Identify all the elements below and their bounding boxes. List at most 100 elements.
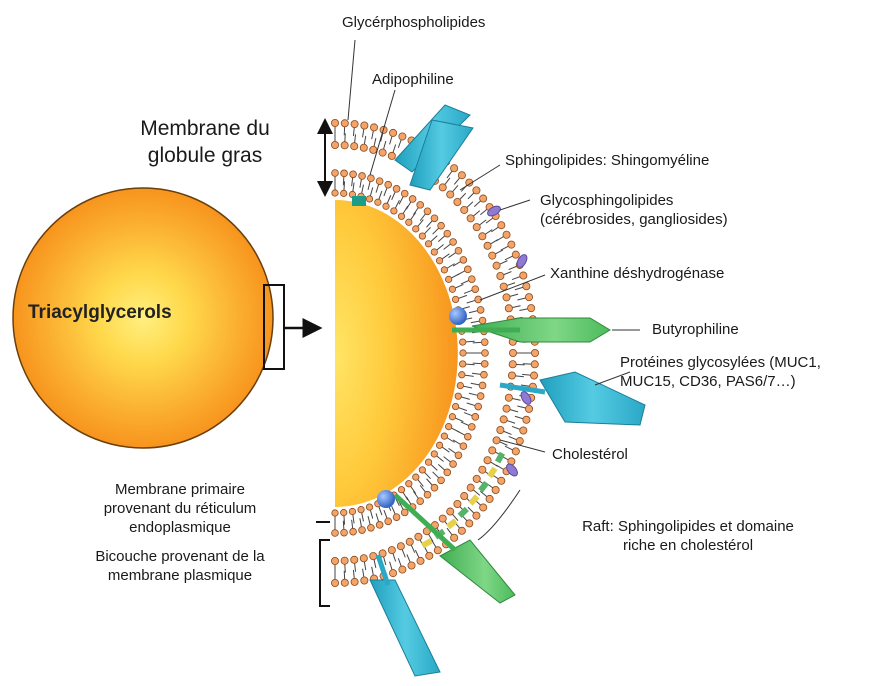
- lipid-head: [399, 566, 406, 573]
- lipid-head: [457, 382, 463, 388]
- label-bilayer-line-2: membrane plasmique: [60, 566, 300, 585]
- lipid-head: [341, 120, 348, 127]
- lipid-head: [406, 219, 412, 225]
- lipid-head: [398, 487, 404, 493]
- lipid-head: [331, 119, 338, 126]
- lipid-head: [445, 276, 451, 282]
- lipid-head: [452, 403, 458, 409]
- membrane-title: Membrane du globule gras: [110, 115, 300, 169]
- lipid-head: [455, 452, 462, 459]
- lipid-head: [360, 144, 367, 151]
- lipid-head: [509, 361, 516, 368]
- lipid-head: [484, 457, 491, 464]
- cholesterol-rod: [468, 494, 479, 505]
- lipid-head: [498, 477, 505, 484]
- lipid-head: [388, 152, 395, 159]
- lipid-head: [438, 477, 445, 484]
- lipid-head: [367, 524, 374, 531]
- lipid-head: [359, 527, 366, 534]
- label-primary-membrane: Membrane primaire provenant du réticulum…: [70, 480, 290, 537]
- core-half: [335, 200, 458, 507]
- lipid-head: [349, 508, 355, 514]
- label-raft: Raft: Sphingolipides et domaine riche en…: [538, 517, 838, 555]
- lipid-head: [528, 305, 535, 312]
- lipid-head: [460, 443, 467, 450]
- lipid-head: [439, 515, 446, 522]
- lipid-head: [341, 557, 348, 564]
- cholesterol-rod: [421, 538, 433, 548]
- core-label: Triacylglycerols: [28, 302, 172, 324]
- label-bilayer: Bicouche provenant de la membrane plasmi…: [60, 547, 300, 585]
- lipid-head: [431, 451, 437, 457]
- lipid-head: [473, 512, 480, 519]
- lipid-head: [500, 416, 507, 423]
- lipid-head: [497, 426, 504, 433]
- lipid-head: [341, 529, 348, 536]
- lipid-head: [332, 190, 338, 196]
- lipid-head: [460, 350, 466, 356]
- lipid-head: [358, 506, 364, 512]
- lipid-head: [486, 495, 493, 502]
- lipid-head: [434, 547, 441, 554]
- lipid-head: [332, 510, 338, 516]
- lipid-head: [383, 203, 389, 209]
- lipid-head: [444, 230, 451, 237]
- lipid-head: [484, 242, 491, 249]
- lipid-head: [480, 195, 487, 202]
- lipid-head: [436, 442, 442, 448]
- label-glycoproteins-line-1: Protéines glycosylées (MUC1,: [620, 353, 821, 372]
- lipid-head: [413, 474, 419, 480]
- lipid-head: [468, 423, 475, 430]
- lipid-head: [417, 557, 424, 564]
- lipid-head: [441, 267, 447, 273]
- lipid-head: [413, 226, 419, 232]
- lipid-head: [351, 143, 358, 150]
- lipid-head: [477, 307, 484, 314]
- lipid-head: [451, 534, 458, 541]
- lipid-head: [425, 459, 431, 465]
- lipid-head: [508, 241, 515, 248]
- lipid-head: [479, 382, 486, 389]
- lipid-head: [503, 231, 510, 238]
- label-glycoproteins-line-2: MUC15, CD36, PAS6/7…): [620, 372, 821, 391]
- lipid-head: [409, 196, 416, 203]
- lipid-head: [417, 201, 424, 208]
- lipid-head: [361, 122, 368, 129]
- label-primary-membrane-line-1: Membrane primaire: [70, 480, 290, 499]
- lipid-head: [523, 283, 530, 290]
- lipid-head: [361, 577, 368, 584]
- lipid-head: [332, 170, 339, 177]
- lipid-head: [500, 283, 507, 290]
- label-adipophilin: Adipophiline: [372, 70, 454, 89]
- membrane-title-line-2: globule gras: [110, 142, 300, 169]
- label-glycosphingolipids-line-1: Glycosphingolipides: [540, 191, 728, 210]
- lipid-head: [397, 543, 404, 550]
- lipid-head: [425, 241, 431, 247]
- lipid-head: [531, 361, 538, 368]
- lipid-head: [393, 514, 400, 521]
- lipid-head: [401, 509, 408, 516]
- label-glycosphingolipids-line-2: (cérébrosides, gangliosides): [540, 210, 728, 229]
- lipid-head: [467, 215, 474, 222]
- label-butyrophilin: Butyrophiline: [652, 320, 739, 339]
- lipid-head: [509, 349, 516, 356]
- lipid-head: [447, 508, 454, 515]
- lipid-head: [461, 492, 468, 499]
- lipid-head: [447, 191, 454, 198]
- lipid-head: [385, 181, 392, 188]
- lipid-head: [468, 276, 475, 283]
- brackets: [316, 120, 330, 606]
- lipid-head: [481, 360, 488, 367]
- lipid-head: [505, 394, 512, 401]
- glycoprotein-bottom: [370, 555, 440, 676]
- label-glycoproteins: Protéines glycosylées (MUC1, MUC15, CD36…: [620, 353, 821, 391]
- lipid-head: [332, 530, 339, 537]
- lipid-head: [389, 569, 396, 576]
- lipid-head: [466, 520, 473, 527]
- lipid-head: [445, 423, 451, 429]
- cholesterol-rod: [478, 481, 489, 493]
- lipid-head: [341, 509, 347, 515]
- label-glycosphingolipids: Glycosphingolipides (cérébrosides, gangl…: [540, 191, 728, 229]
- lipid-head: [473, 187, 480, 194]
